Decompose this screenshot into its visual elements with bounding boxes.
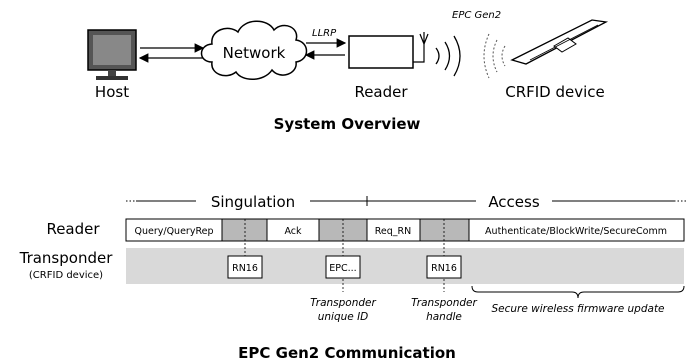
firmware-annotation: Secure wireless firmware update (491, 303, 664, 315)
ack-command-label: Ack (284, 226, 302, 237)
reader-row-label: Reader (46, 220, 100, 238)
crfid-device-label: CRFID device (505, 83, 605, 101)
network-cloud-icon (200, 20, 308, 80)
network-label: Network (223, 44, 286, 62)
ack-command-box (266, 218, 320, 242)
epc-reply-label: EPC... (329, 263, 356, 274)
query-command-box (125, 218, 223, 242)
auth-command-box (468, 218, 685, 242)
crfid-device-icon (510, 19, 609, 65)
singulation-label: Singulation (211, 193, 295, 211)
reader-waves-icon (435, 35, 461, 77)
epc-gen2-label: EPC Gen2 (452, 10, 501, 21)
handle-annotation-line2: handle (426, 311, 462, 323)
rn16-reply-box-1 (227, 255, 263, 279)
rn16-reply-box-2 (426, 255, 462, 279)
llrp-label: LLRP (312, 28, 337, 39)
transponder-row-sublabel: (CRFID device) (29, 270, 103, 281)
req-rn-command-label: Req_RN (375, 226, 412, 237)
phase-bracket (126, 196, 686, 206)
reader-device-icon (348, 32, 429, 69)
unique-id-annotation-line2: unique ID (318, 311, 369, 323)
transponder-row-label: Transponder (19, 249, 114, 267)
rn16-reply-label-2: RN16 (431, 263, 457, 274)
firmware-brace (471, 285, 685, 299)
unique-id-annotation-line1: Transponder (310, 297, 376, 309)
host-label: Host (95, 83, 129, 101)
epc-reply-box (325, 255, 361, 279)
access-label: Access (488, 193, 540, 211)
req-rn-command-box (366, 218, 421, 242)
handle-annotation-line1: Transponder (411, 297, 477, 309)
system-overview-caption: System Overview (274, 115, 421, 133)
rn16-reply-label-1: RN16 (232, 263, 258, 274)
device-waves-icon (483, 33, 506, 79)
transponder-timeline-row (126, 248, 684, 284)
epc-gen2-caption: EPC Gen2 Communication (238, 344, 456, 362)
reader-label: Reader (354, 83, 408, 101)
host-monitor-icon (87, 29, 137, 80)
auth-command-label: Authenticate/BlockWrite/SecureComm (485, 226, 667, 237)
query-command-label: Query/QueryRep (135, 226, 214, 237)
